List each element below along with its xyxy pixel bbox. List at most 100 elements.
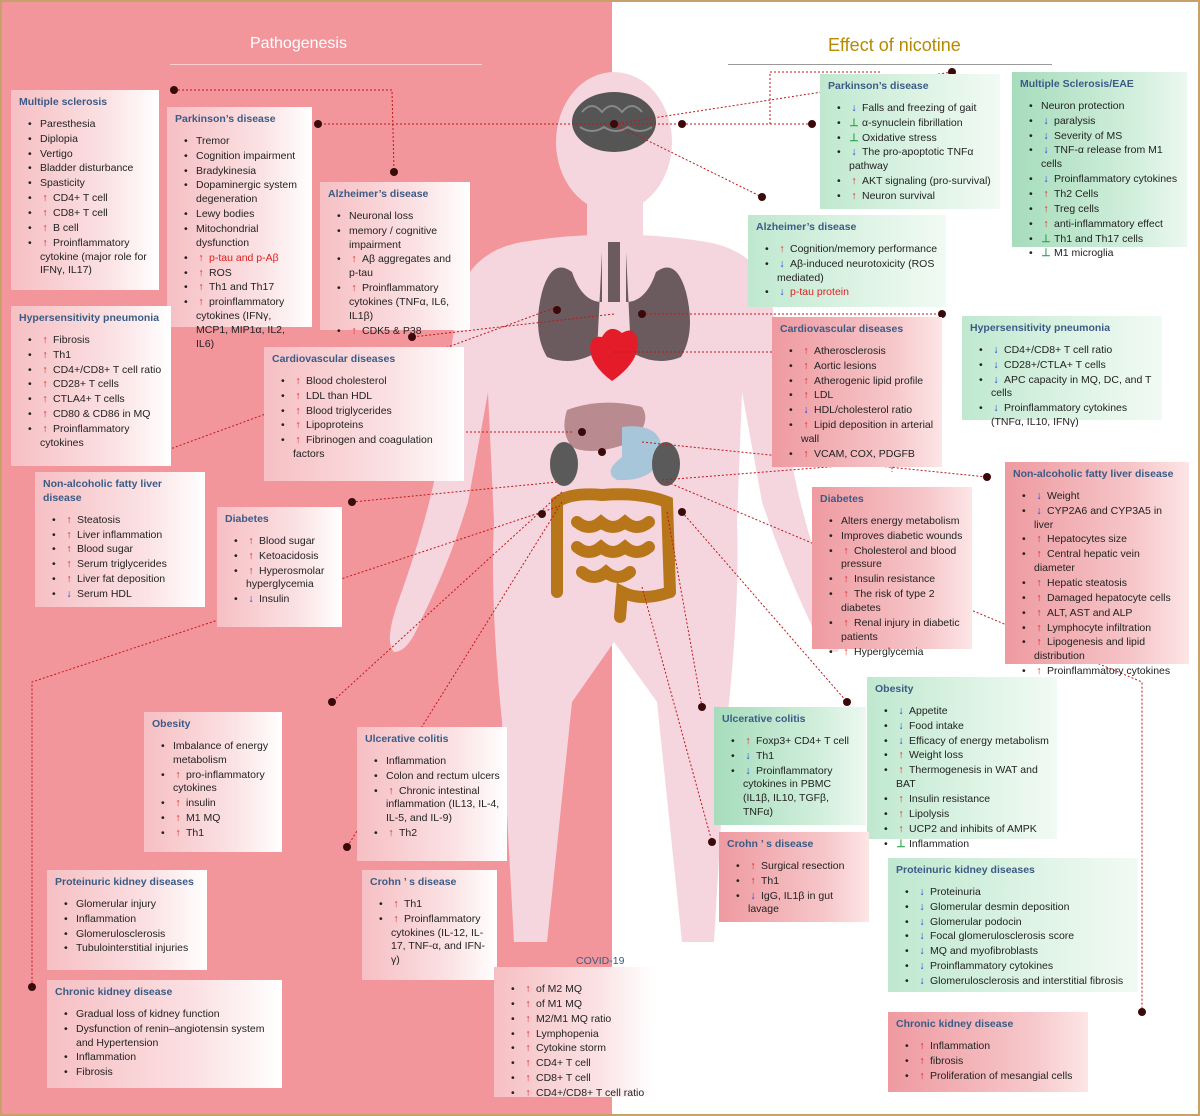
inhibit-icon: ⊥ [849,116,859,129]
arrow-down-icon: ↓ [919,885,925,898]
item-text: Ketoacidosis [259,549,319,562]
left-pkd-box-title: Proteinuric kidney diseases [55,876,194,888]
arrow-up-icon: ↑ [248,564,254,577]
list-item: ↑LDL than HDL [281,390,457,404]
left-ckd-box: Chronic kidney diseaseGradual loss of ki… [47,980,282,1088]
list-item: Tubulointerstitial injuries [64,942,200,956]
left-hp-box: Hypersensitivity pneumonia↑Fibrosis↑Th1↑… [11,306,171,466]
arrow-down-icon: ↓ [1043,144,1049,157]
list-item: ↑Th1 [736,875,862,889]
item-text: APC capacity in MQ, DC, and T cells [991,373,1152,400]
arrow-up-icon: ↑ [248,549,254,562]
item-text: of M1 MQ [536,997,583,1010]
list-item: ↑Lipogenesis and lipid distribution [1022,636,1182,664]
item-text: Dopaminergic system degeneration [196,179,297,206]
left-dm-box: Diabetes↑Blood sugar↑Ketoacidosis↑Hypero… [217,507,342,627]
arrow-up-icon: ↑ [851,175,857,188]
arrow-up-icon: ↑ [295,434,301,447]
arrow-up-icon: ↑ [750,859,756,872]
item-text: The pro-apoptotic TNFα pathway [849,146,974,173]
left-pd-box: Parkinson’s diseaseTremorCognition impai… [167,107,312,350]
item-text: CD4+ T cell [53,192,108,205]
item-text: Inflammation [76,1051,137,1064]
covid-box-list: ↑of M2 MQ↑of M1 MQ↑M2/M1 MQ ratio↑Lympho… [502,983,647,1101]
item-text: VCAM, COX, PDGFB [814,447,915,460]
right-pd-box-list: ↓Falls and freezing of gait⊥α-synuclein … [828,102,993,204]
item-text: Th1 [761,874,780,887]
item-text: Diplopia [40,132,78,145]
list-item: ↓MQ and myofibroblasts [905,945,1131,959]
item-text: ALT, AST and ALP [1047,606,1133,619]
list-item: Cognition impairment [184,150,305,164]
list-item: ↓Proteinuria [905,886,1131,900]
arrow-up-icon: ↑ [1043,202,1049,215]
left-ms-box-title: Multiple sclerosis [19,96,108,108]
list-item: Inflammation [374,755,500,769]
item-text: Inflammation [386,754,447,767]
item-text: proinflammatory cytokines (IFNγ, MCP1, M… [196,296,285,350]
item-text: CD4+/CD8+ T cell ratio [53,363,162,376]
item-text: Inflammation [76,912,137,925]
item-text: Paresthesia [40,117,96,130]
item-text: Dysfunction of renin–angiotensin system … [76,1022,265,1049]
item-text: Tremor [196,134,230,147]
arrow-down-icon: ↓ [750,889,756,902]
arrow-down-icon: ↓ [993,373,999,386]
item-text: Gradual loss of kidney function [76,1007,220,1020]
item-text: Lipid deposition in arterial wall [801,419,934,446]
left-ms-box: Multiple sclerosisParesthesiaDiplopiaVer… [11,90,159,290]
arrow-down-icon: ↓ [66,588,72,601]
right-pkd-box-list: ↓Proteinuria↓Glomerular desmin depositio… [896,886,1131,989]
arrow-up-icon: ↑ [175,827,181,840]
left-cd-box: Crohn ’ s disease↑Th1↑Proinflammatory cy… [362,870,497,980]
item-text: Cognition impairment [196,149,296,162]
inhibit-icon: ⊥ [1041,232,1051,245]
left-nafld-box-title: Non-alcoholic fatty liver disease [43,478,163,504]
arrow-up-icon: ↑ [525,1012,531,1025]
left-uc-box: Ulcerative colitisInflammationColon and … [357,727,507,861]
arrow-down-icon: ↓ [898,719,904,732]
list-item: Dopaminergic system degeneration [184,179,305,207]
arrow-down-icon: ↓ [919,930,925,943]
item-text: Neuron survival [862,190,935,203]
item-text: M1 microglia [1054,247,1114,260]
item-text: Central hepatic vein diameter [1034,548,1140,575]
list-item: ↑CD28+ T cells [28,378,164,392]
arrow-up-icon: ↑ [42,333,48,346]
list-item: ↑Chronic intestinal inflammation (IL13, … [374,785,500,827]
item-text: Th2 Cells [1054,188,1099,201]
right-ob-box-title: Obesity [875,683,914,695]
arrow-down-icon: ↓ [1043,114,1049,127]
list-item: Alters energy metabolism [829,515,965,529]
arrow-down-icon: ↓ [779,257,785,270]
list-item: ↓APC capacity in MQ, DC, and T cells [979,374,1155,402]
right-dm-box-list: Alters energy metabolismImproves diabeti… [820,515,965,660]
list-item: ↓Weight [1022,490,1182,504]
item-text: pro-inflammatory cytokines [173,768,265,795]
left-ckd-box-list: Gradual loss of kidney functionDysfuncti… [55,1008,275,1080]
item-text: Improves diabetic wounds [841,529,963,542]
arrow-up-icon: ↑ [42,348,48,361]
right-hp-box: Hypersensitivity pneumonia↓CD4+/CD8+ T c… [962,316,1162,428]
list-item: ↑CDK5 & P38 [337,325,463,339]
list-item: ↓CD4+/CD8+ T cell ratio [979,344,1155,358]
kidney-right-icon [652,442,680,486]
inhibit-icon: ⊥ [1041,247,1051,260]
arrow-up-icon: ↑ [42,393,48,406]
left-dm-box-list: ↑Blood sugar↑Ketoacidosis↑Hyperosmolar h… [225,535,335,607]
arrow-up-icon: ↑ [42,236,48,249]
arrow-up-icon: ↑ [1036,606,1042,619]
item-text: Neuronal loss [349,209,414,222]
list-item: ↓Proinflammatory cytokines [905,960,1131,974]
left-ob-box-list: Imbalance of energy metabolism↑pro-infla… [152,740,275,841]
arrow-up-icon: ↑ [803,389,809,402]
arrow-up-icon: ↑ [295,404,301,417]
item-text: Fibrosis [76,1066,113,1079]
arrow-down-icon: ↓ [993,343,999,356]
list-item: ↑Atherosclerosis [789,345,935,359]
arrow-up-icon: ↑ [66,558,72,571]
list-item: ↑ ALT, AST and ALP [1022,607,1182,621]
list-item: ↓Glomerular podocin [905,916,1131,930]
item-text: Aβ-induced neurotoxicity (ROS mediated) [777,257,935,284]
